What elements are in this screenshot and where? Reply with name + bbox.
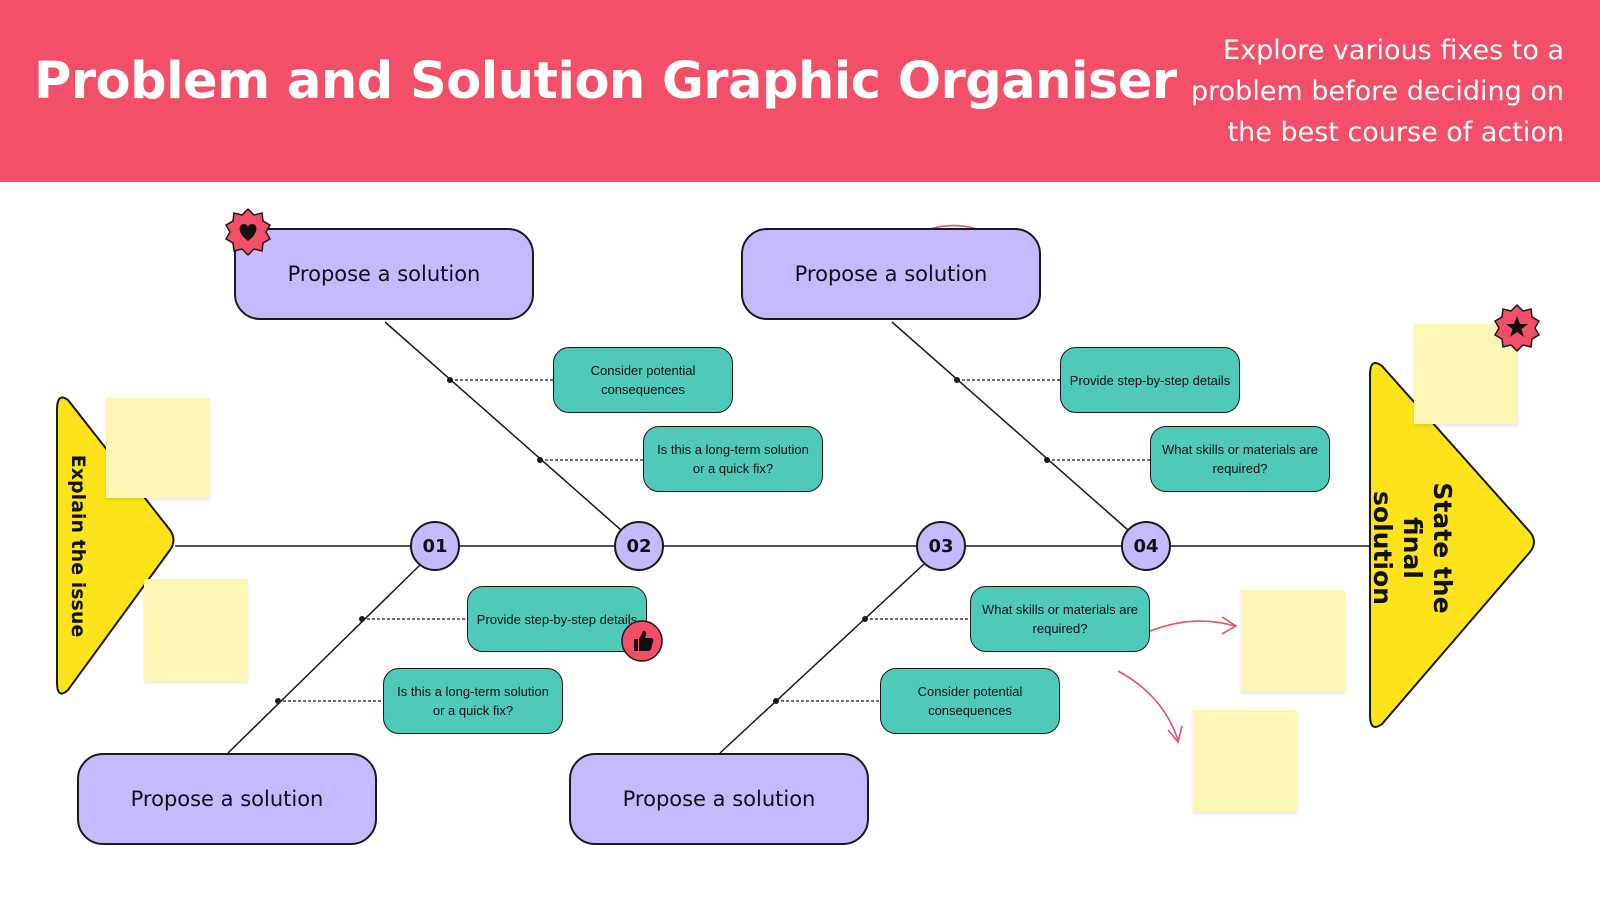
note-upper-2b[interactable]: What skills or materials are required? xyxy=(1150,426,1330,492)
page-subtitle: Explore various fixes to a problem befor… xyxy=(1191,35,1564,148)
note-lower-1b[interactable]: Is this a long-term solution or a quick … xyxy=(383,668,563,734)
bone-upper-2 xyxy=(891,321,1129,531)
sticky-note[interactable] xyxy=(106,398,210,498)
heart-icon xyxy=(224,207,272,257)
sticky-note[interactable] xyxy=(1414,324,1518,424)
step-marker-02[interactable]: 02 xyxy=(614,521,664,571)
final-solution-text: State the final solution xyxy=(1368,482,1457,614)
note-upper-2a[interactable]: Provide step-by-step details xyxy=(1060,347,1240,413)
note-lower-2a[interactable]: What skills or materials are required? xyxy=(970,586,1150,652)
star-icon xyxy=(1493,303,1541,353)
header-banner: Problem and Solution Graphic Organiser E… xyxy=(0,0,1600,182)
solution-box-3[interactable]: Propose a solution xyxy=(77,753,377,845)
solution-box-4[interactable]: Propose a solution xyxy=(569,753,869,845)
step-marker-03[interactable]: 03 xyxy=(916,521,966,571)
solution-box-2[interactable]: Propose a solution xyxy=(741,228,1041,320)
sticky-note[interactable] xyxy=(1241,590,1345,692)
bone-lower-1 xyxy=(227,563,422,754)
bone-lower-2 xyxy=(719,563,925,754)
note-upper-1b[interactable]: Is this a long-term solution or a quick … xyxy=(643,426,823,492)
page-title: Problem and Solution Graphic Organiser xyxy=(34,52,1177,111)
note-lower-1a[interactable]: Provide step-by-step details xyxy=(467,586,647,652)
problem-label: Explain the issue xyxy=(67,454,89,638)
step-marker-04[interactable]: 04 xyxy=(1121,521,1171,571)
sticky-note[interactable] xyxy=(1193,710,1297,812)
problem-triangle xyxy=(56,396,175,695)
annotation-arrow-1 xyxy=(1142,620,1236,635)
annotation-arrow-2 xyxy=(1117,670,1179,741)
final-solution-label: State the final solution xyxy=(1367,468,1457,628)
note-lower-2b[interactable]: Consider potential consequences xyxy=(880,668,1060,734)
thumbs-up-icon xyxy=(621,620,663,662)
final-triangle xyxy=(1369,362,1535,728)
sticky-note[interactable] xyxy=(144,579,248,681)
bone-upper-1 xyxy=(384,321,622,531)
note-upper-1a[interactable]: Consider potential consequences xyxy=(553,347,733,413)
solution-box-1[interactable]: Propose a solution xyxy=(234,228,534,320)
step-marker-01[interactable]: 01 xyxy=(410,521,460,571)
